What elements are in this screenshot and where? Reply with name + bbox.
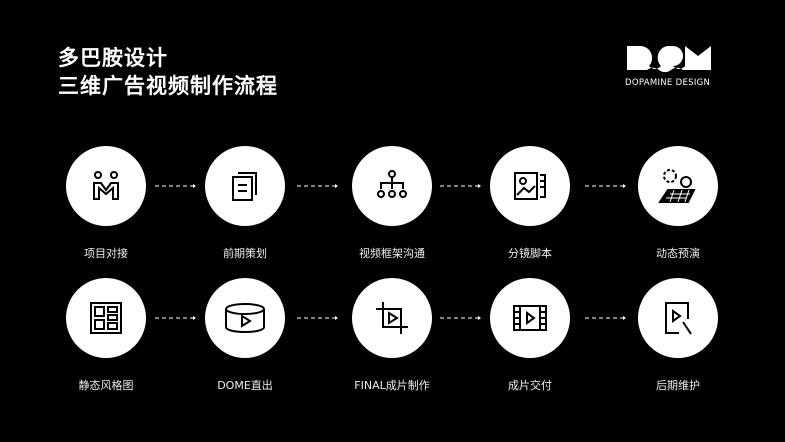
arrow-right-icon (297, 184, 338, 188)
step-label: DOME直出 (217, 379, 273, 392)
step-project-kickoff[interactable]: 项目对接 (46, 146, 166, 261)
step-dome-output[interactable]: DOME直出 (185, 278, 305, 393)
step-final-production[interactable]: FINAL成片制作 (332, 278, 452, 393)
arrow-right-icon (440, 316, 481, 320)
dome-video-icon (225, 303, 265, 334)
step-label: 项目对接 (84, 247, 128, 260)
step-storyboard[interactable]: 分镜脚本 (470, 146, 590, 261)
arrow-right-icon (155, 184, 196, 188)
arrow-right-icon (155, 316, 196, 320)
arrow-right-icon (585, 184, 626, 188)
documents-icon (232, 172, 257, 201)
step-label: 分镜脚本 (508, 247, 552, 260)
step-animatic[interactable]: 动态预演 (618, 146, 738, 261)
step-label: 后期维护 (656, 379, 700, 392)
step-label: 动态预演 (656, 247, 700, 260)
step-framework[interactable]: 视频框架沟通 (332, 146, 452, 261)
step-planning[interactable]: 前期策划 (185, 146, 305, 261)
logo-text: DOPAMINE DESIGN (625, 78, 711, 88)
step-delivery[interactable]: 成片交付 (470, 278, 590, 393)
step-label: 前期策划 (223, 247, 267, 260)
step-label: 视频框架沟通 (359, 247, 425, 260)
edit-video-icon (665, 302, 692, 335)
hierarchy-icon (377, 170, 407, 198)
step-style-frames[interactable]: 静态风格图 (46, 278, 166, 393)
step-label: FINAL成片制作 (354, 379, 430, 392)
page-title-line2: 三维广告视频制作流程 (58, 74, 278, 98)
step-label: 静态风格图 (78, 379, 134, 392)
handshake-people-icon (93, 171, 119, 200)
arrow-right-icon (297, 316, 338, 320)
step-maintenance[interactable]: 后期维护 (618, 278, 738, 393)
dbm-logo: DOPAMINE DESIGN (625, 44, 725, 88)
page-title-line1: 多巴胺设计 (58, 46, 168, 70)
preview-grid-icon (658, 169, 696, 203)
arrow-right-icon (440, 184, 481, 188)
storyboard-icon (514, 172, 546, 200)
layout-grid-icon (90, 302, 122, 334)
dbm-logo-mark-icon (627, 46, 711, 73)
film-icon (513, 305, 547, 331)
crop-video-icon (376, 302, 408, 334)
arrow-right-icon (585, 316, 626, 320)
step-label: 成片交付 (508, 379, 552, 392)
